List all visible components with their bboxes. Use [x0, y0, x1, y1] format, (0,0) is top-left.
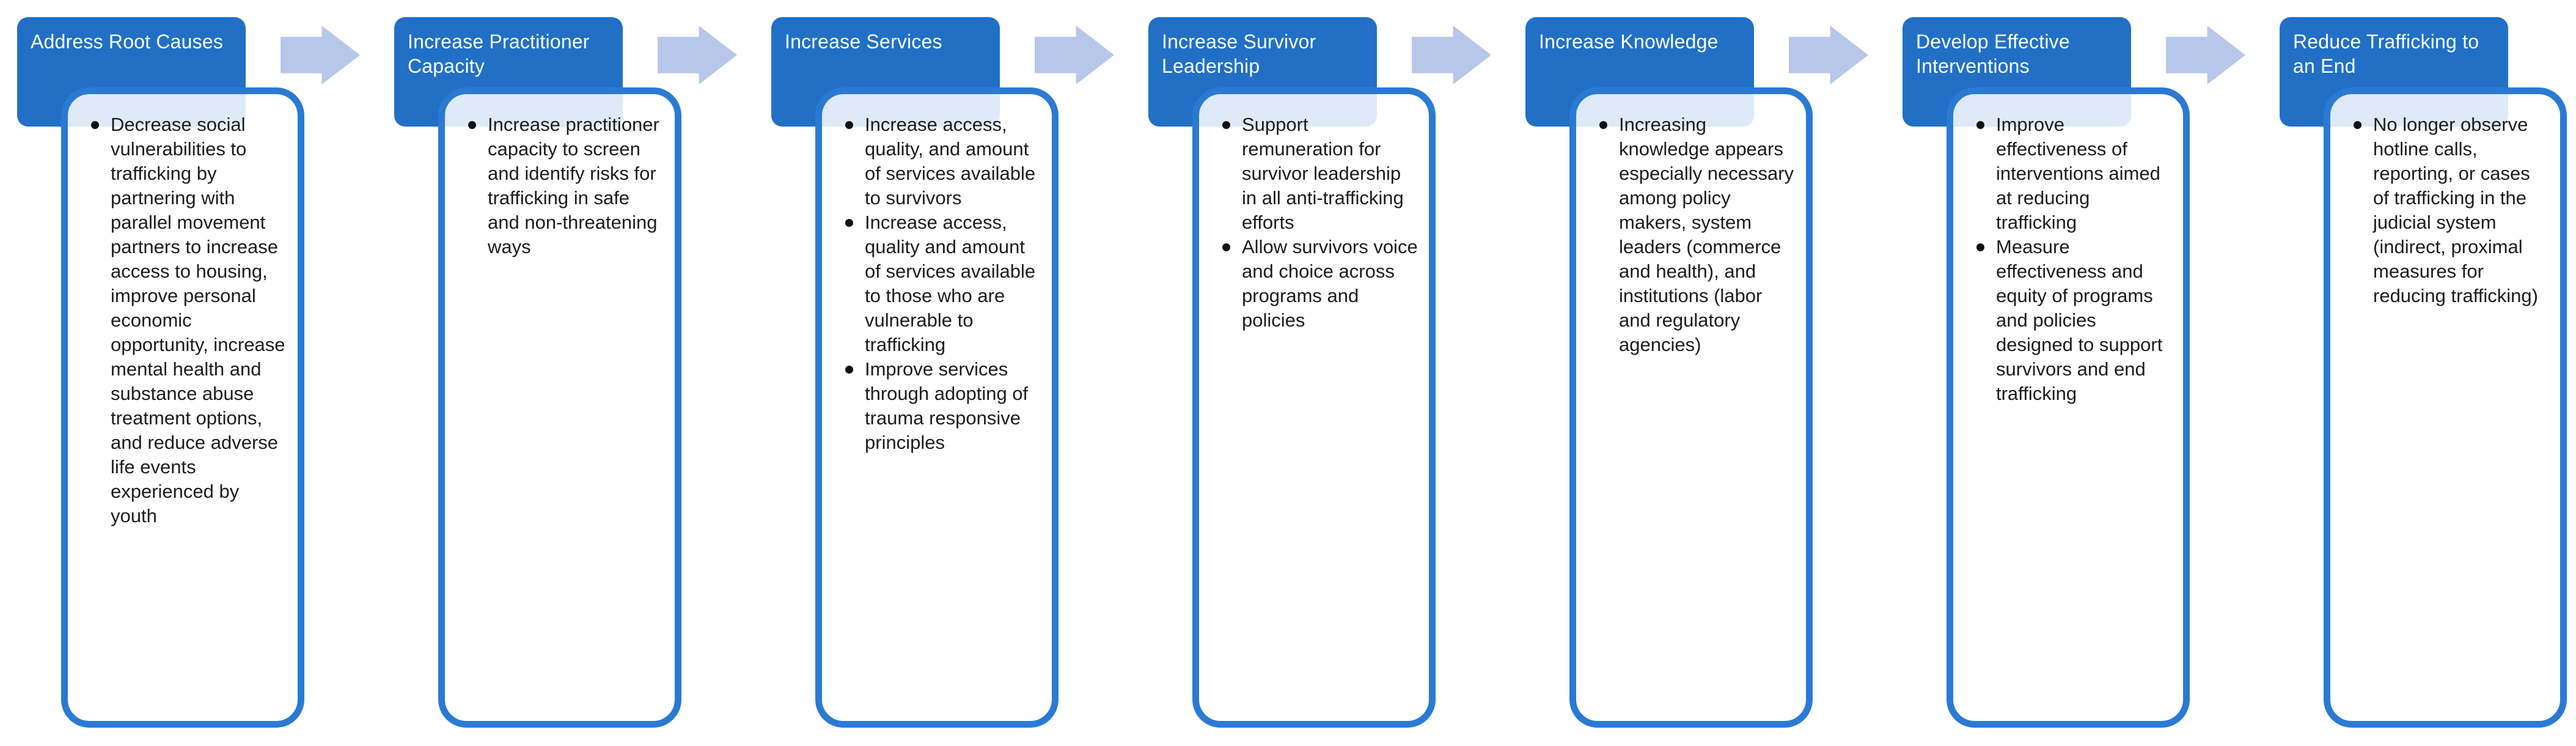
right-arrow-icon	[281, 26, 360, 84]
column-body: No longer observe hotline calls, reporti…	[2324, 87, 2567, 728]
column-body: Support remuneration for survivor leader…	[1192, 87, 1436, 728]
bullet-item: No longer observe hotline calls, reporti…	[2354, 113, 2550, 308]
bullet-item: Increase access, quality, and amount of …	[845, 113, 1042, 210]
column-body-content: Improve effectiveness of interventions a…	[1953, 94, 2183, 721]
column-header-label: Reduce Trafficking to an End	[2293, 31, 2479, 77]
bullet-list: No longer observe hotline calls, reporti…	[2330, 113, 2550, 308]
column-body-content: Support remuneration for survivor leader…	[1199, 94, 1429, 721]
bullet-item: Increasing knowledge appears especially …	[1599, 113, 1796, 357]
bullet-text: Increase practitioner capacity to screen…	[488, 114, 659, 257]
column-header-label: Address Root Causes	[31, 31, 224, 53]
bullet-text: Improve services through adopting of tra…	[865, 358, 1029, 453]
flow-column-1: Address Root Causes Decrease social vuln…	[17, 0, 394, 746]
column-header-label: Develop Effective Interventions	[1916, 31, 2070, 77]
bullet-item: Increase practitioner capacity to screen…	[468, 113, 665, 259]
flow-column-7: Reduce Trafficking to an End No longer o…	[2280, 0, 2576, 746]
bullet-text: Increasing knowledge appears especially …	[1619, 114, 1794, 355]
column-body: Decrease social vulnerabilities to traff…	[61, 87, 304, 728]
bullet-item: Measure effectiveness and equity of prog…	[1976, 235, 2173, 406]
column-header-label: Increase Practitioner Capacity	[408, 31, 590, 77]
flow-column-5: Increase Knowledge Increasing knowledge …	[1525, 0, 1903, 746]
bullet-item: Improve effectiveness of interventions a…	[1976, 113, 2173, 235]
column-body: Increase access, quality, and amount of …	[815, 87, 1059, 728]
right-arrow-icon	[2166, 26, 2245, 84]
column-header-label: Increase Knowledge	[1539, 31, 1719, 53]
right-arrow-icon	[658, 26, 737, 84]
column-body-content: Decrease social vulnerabilities to traff…	[68, 94, 298, 721]
bullet-list: Improve effectiveness of interventions a…	[1953, 113, 2173, 406]
bullet-item: Support remuneration for survivor leader…	[1222, 113, 1419, 235]
column-body-content: Increase access, quality, and amount of …	[822, 94, 1052, 721]
column-body-content: Increase practitioner capacity to screen…	[445, 94, 675, 721]
column-body-content: No longer observe hotline calls, reporti…	[2330, 94, 2560, 721]
column-header-label: Increase Survivor Leadership	[1162, 31, 1316, 77]
column-body: Improve effectiveness of interventions a…	[1947, 87, 2190, 728]
bullet-text: No longer observe hotline calls, reporti…	[2373, 114, 2538, 306]
bullet-list: Increase practitioner capacity to screen…	[445, 113, 665, 259]
column-body: Increase practitioner capacity to screen…	[438, 87, 681, 728]
bullet-text: Increase access, quality and amount of s…	[865, 212, 1036, 355]
column-body-content: Increasing knowledge appears especially …	[1576, 94, 1806, 721]
bullet-list: Increase access, quality, and amount of …	[822, 113, 1042, 455]
bullet-item: Allow survivors voice and choice across …	[1222, 235, 1419, 333]
flow-column-6: Develop Effective Interventions Improve …	[1903, 0, 2280, 746]
right-arrow-icon	[1035, 26, 1114, 84]
bullet-item: Decrease social vulnerabilities to traff…	[91, 113, 288, 528]
bullet-text: Increase access, quality, and amount of …	[865, 114, 1036, 209]
bullet-text: Improve effectiveness of interventions a…	[1996, 114, 2160, 233]
flow-column-2: Increase Practitioner Capacity Increase …	[394, 0, 771, 746]
bullet-text: Measure effectiveness and equity of prog…	[1996, 236, 2163, 404]
column-header-label: Increase Services	[785, 31, 942, 53]
bullet-text: Support remuneration for survivor leader…	[1242, 114, 1404, 233]
bullet-text: Decrease social vulnerabilities to traff…	[111, 114, 285, 526]
column-body: Increasing knowledge appears especially …	[1569, 87, 1813, 728]
right-arrow-icon	[1412, 26, 1491, 84]
right-arrow-icon	[1789, 26, 1868, 84]
bullet-list: Support remuneration for survivor leader…	[1199, 113, 1419, 333]
bullet-text: Allow survivors voice and choice across …	[1242, 236, 1418, 331]
bullet-list: Decrease social vulnerabilities to traff…	[68, 113, 288, 528]
bullet-item: Increase access, quality and amount of s…	[845, 210, 1042, 357]
bullet-item: Improve services through adopting of tra…	[845, 357, 1042, 455]
bullet-list: Increasing knowledge appears especially …	[1576, 113, 1796, 357]
flow-column-4: Increase Survivor Leadership Support rem…	[1148, 0, 1525, 746]
flow-column-3: Increase Services Increase access, quali…	[771, 0, 1148, 746]
